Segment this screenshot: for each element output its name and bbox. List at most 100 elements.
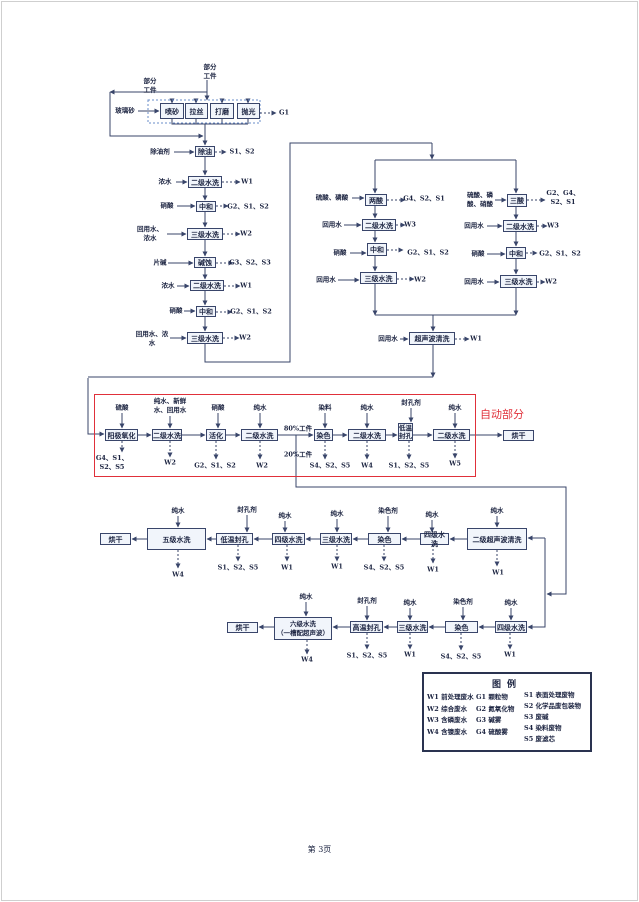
input-label: 纯水: [425, 510, 439, 519]
input-label: 纯水: [299, 592, 313, 601]
emission-label: S1、S2、S5: [346, 651, 388, 660]
rinse-box: 二级水洗: [241, 429, 278, 441]
input-label: 纯水: [278, 511, 292, 520]
input-label: 封孔剂: [237, 505, 257, 514]
legend-item: W1 前处理废水: [427, 693, 474, 701]
emission-label: W2: [239, 333, 251, 342]
polishing-box: 抛光: [237, 103, 260, 119]
degrease-box: 除油: [195, 146, 215, 157]
pct20-label: 20%工件: [283, 450, 313, 459]
neutralize-box: 中和: [196, 306, 216, 317]
three-acid-box: 三酸: [507, 194, 527, 207]
input-label: 染色剂: [453, 597, 473, 606]
input-label: 硫酸: [115, 403, 129, 412]
neutralize-box: 中和: [506, 247, 526, 259]
emission-label: W1: [404, 650, 416, 659]
rinse-box: 三级水洗: [500, 275, 537, 288]
rinse-box: 五级水洗: [147, 528, 206, 550]
emission-label: W2: [164, 458, 176, 467]
rinse-box: 二级水洗: [503, 220, 537, 232]
legend-item: S4 染料废物: [524, 724, 562, 732]
emission-label: W1: [470, 334, 482, 343]
rinse-box: 四级水洗: [495, 621, 527, 633]
input-label: 浓水: [158, 177, 172, 186]
rinse-box: 二级水洗: [433, 429, 470, 441]
dye-box: 染色: [445, 621, 478, 633]
dry-box: 烘干: [503, 430, 534, 441]
input-label: 染色剂: [378, 506, 398, 515]
low-temp-seal-box: 低温 封孔: [398, 423, 413, 441]
partial-workpiece-label: 部分 工件: [203, 63, 217, 80]
auto-section-title: 自动部分: [480, 408, 524, 421]
sandblast-box: 喷砂: [160, 103, 184, 119]
wire-drawing-box: 拉丝: [185, 103, 208, 119]
input-label: 纯水、新鲜 水、回用水: [153, 397, 187, 414]
emission-label: W1: [492, 568, 504, 577]
emission-label: G3、S2、S3: [229, 258, 271, 267]
two-acid-box: 两酸: [365, 194, 387, 206]
dye-box: 染色: [368, 533, 401, 545]
legend-title: 图例: [491, 680, 522, 690]
legend-item: W4 含镍废水: [427, 727, 468, 736]
emission-label: W2: [240, 229, 252, 238]
emission-label: S1、S2、S5: [388, 461, 430, 470]
low-temp-seal-box: 低温封孔: [216, 533, 253, 545]
emission-label: W1: [331, 562, 343, 571]
legend-item: S3 废碱: [524, 713, 549, 721]
input-label: 回用水: [464, 221, 484, 230]
input-label: 硝酸: [169, 306, 183, 315]
input-label: 硝酸: [211, 403, 225, 412]
input-label: 硫酸、磷 酸、硝酸: [467, 191, 493, 208]
emission-label: G2、G4、 S2、S1: [546, 189, 580, 206]
input-label: 回用水、浓 水: [135, 330, 169, 347]
emission-label: G2、S1、S2: [230, 307, 272, 316]
input-label: 回用水: [464, 277, 484, 286]
dry-box: 烘干: [100, 533, 131, 545]
emission-label: G2、S1、S2: [407, 248, 449, 257]
input-label: 纯水: [360, 403, 374, 412]
auto-section-frame: [94, 394, 476, 477]
emission-label: W1: [504, 650, 516, 659]
legend-item: S1 表面处理废物: [524, 691, 575, 699]
legend-item: S2 化学品废包装物: [524, 702, 581, 710]
pct80-label: 80%工件: [283, 424, 313, 433]
rinse-box: 二级水洗: [348, 429, 386, 441]
emission-label: W4: [172, 570, 184, 579]
input-label: 回用水: [322, 220, 342, 229]
neutralize-box: 中和: [196, 201, 216, 212]
legend-item: G2 氮氧化物: [476, 704, 515, 713]
ultrasonic-rinse-box: 二级超声波清洗: [467, 528, 527, 550]
ultrasonic-clean-box: 超声波清洗: [409, 332, 455, 345]
input-label: 回用水: [316, 275, 336, 284]
emission-label: W2: [414, 275, 426, 284]
six-stage-rinse-box: 六级水洗 （一槽配超声波）: [274, 617, 332, 640]
input-label: 除油剂: [150, 147, 170, 156]
rinse-box: 三级水洗: [397, 621, 428, 633]
input-label: 染料: [318, 403, 332, 412]
partial-workpiece-bypass-label: 部分 工件: [143, 77, 157, 94]
input-label: 纯水: [504, 598, 518, 607]
rinse-box: 四级水洗: [272, 533, 305, 545]
g1-label: G1: [278, 108, 290, 117]
dry-box: 烘干: [227, 622, 258, 633]
legend-item: G4 硫酸雾: [476, 727, 508, 736]
rinse-box: 三级水洗: [187, 228, 223, 240]
emission-label: W2: [256, 461, 268, 470]
emission-label: W1: [427, 565, 439, 574]
high-temp-seal-box: 高温封孔: [350, 621, 383, 633]
dye-box: 染色: [314, 429, 333, 441]
emission-label: G4、S2、S1: [403, 194, 445, 203]
legend: 图例 W1 前处理废水 W2 综合废水 W3 含磷废水 W4 含镍废水 G1 颗…: [422, 672, 592, 752]
emission-label: G2、S1、S2: [194, 461, 236, 470]
input-label: 封孔剂: [401, 398, 421, 407]
legend-item: G1 颗粒物: [476, 693, 508, 701]
rinse-box: 二级水洗: [188, 176, 222, 188]
emission-label: S4、S2、S5: [309, 461, 351, 470]
input-label: 纯水: [171, 506, 185, 515]
rinse-box: 四级水洗: [420, 530, 449, 548]
glass-sand-label: 玻璃砂: [115, 106, 135, 115]
legend-item: S5 废滤芯: [524, 735, 555, 743]
emission-label: W3: [404, 220, 416, 229]
